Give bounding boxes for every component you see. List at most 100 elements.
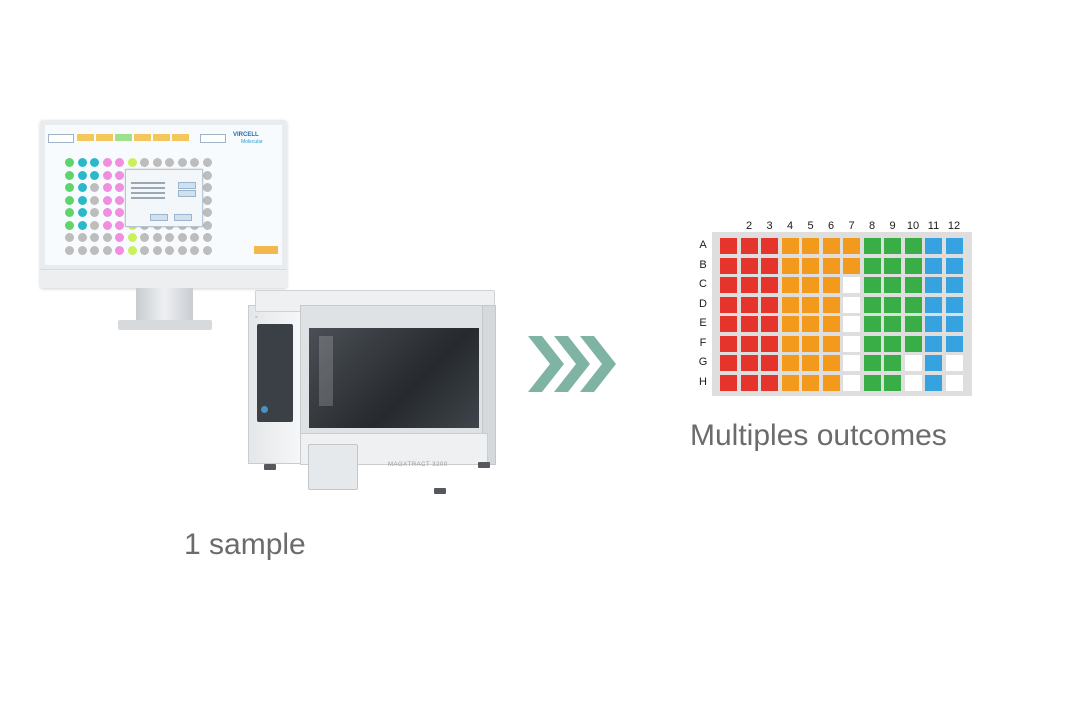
- plate-well: [720, 335, 737, 352]
- plate-well: [781, 374, 799, 391]
- plate-row-label: B: [699, 258, 707, 271]
- monitor: VIRCELL Molecular: [40, 120, 287, 288]
- plate-well: [802, 277, 819, 293]
- dialog-line: [131, 197, 165, 199]
- instrument-front: [300, 305, 488, 437]
- plate-well: [925, 355, 942, 371]
- plate-well: [740, 277, 758, 293]
- instrument-brand-mark: ◦: [255, 314, 258, 321]
- screen-well: [190, 158, 199, 167]
- plate-row-label: C: [699, 278, 707, 290]
- plate-well: [822, 238, 840, 254]
- plate-column-label: 5: [807, 220, 814, 232]
- plate-well: [761, 238, 778, 254]
- plate-well: [740, 374, 758, 391]
- plate-well: [802, 296, 819, 313]
- screen-tab-active: [115, 134, 132, 141]
- plate-well: [781, 355, 799, 371]
- screen-tab: [172, 134, 189, 141]
- dialog-button: [174, 214, 192, 221]
- plate-well: [781, 316, 799, 332]
- plate-column-label: 7: [848, 220, 855, 232]
- screen-well: [102, 195, 112, 205]
- instrument-model-logo: MAGXTRACT 3200: [388, 462, 448, 468]
- plate-well: [925, 316, 942, 332]
- screen-tab: [96, 134, 113, 141]
- screen-well: [127, 158, 137, 167]
- screen-well: [90, 195, 99, 205]
- plate-well: [863, 277, 881, 293]
- caption-multiple-outcomes: Multiples outcomes: [690, 419, 947, 452]
- screen-well: [190, 245, 199, 255]
- plate-well: [925, 238, 942, 254]
- plate-well: [843, 316, 860, 332]
- screen-well: [202, 158, 212, 167]
- plate-well: [740, 355, 758, 371]
- instrument-logo-icon: [261, 406, 268, 413]
- screen-well: [152, 245, 162, 255]
- screen-tab: [153, 134, 170, 141]
- plate-well: [863, 316, 881, 332]
- dialog-line: [131, 187, 165, 189]
- plate-column-label: 12: [947, 220, 961, 232]
- plate-well: [720, 296, 737, 313]
- screen-well: [115, 183, 124, 192]
- screen-well: [65, 208, 74, 217]
- plate-well: [822, 296, 840, 313]
- screen-well: [140, 245, 149, 255]
- screen-well: [90, 220, 99, 230]
- plate-well: [720, 277, 737, 293]
- plate-well: [720, 238, 737, 254]
- plate-row-label: A: [699, 239, 707, 251]
- plate-well: [822, 257, 840, 274]
- plate-well: [761, 374, 778, 391]
- screen-back-button: [48, 134, 74, 143]
- screen-well: [102, 233, 112, 242]
- instrument-touchscreen: [257, 324, 293, 422]
- plate-column-label: 2: [745, 220, 753, 232]
- plate-well: [884, 355, 901, 371]
- screen-well: [65, 183, 74, 192]
- screen-well: [65, 195, 74, 205]
- screen-well: [127, 245, 137, 255]
- plate-well: [802, 374, 819, 391]
- plate-well: [863, 296, 881, 313]
- screen-well: [115, 158, 124, 167]
- plate-well: [843, 257, 860, 274]
- plate-well: [945, 316, 963, 332]
- plate-well: [884, 257, 901, 274]
- plate-well: [740, 316, 758, 332]
- plate-well: [761, 277, 778, 293]
- instrument-foot: [264, 464, 276, 470]
- plate-well: [904, 296, 922, 313]
- plate-well: [843, 374, 860, 391]
- screen-well: [65, 245, 74, 255]
- screen-well: [127, 233, 137, 242]
- screen-well: [202, 208, 212, 217]
- screen-well: [65, 158, 74, 167]
- chevron-right-icon: [580, 336, 616, 392]
- plate-row-label: H: [699, 375, 707, 388]
- plate-well: [720, 355, 737, 371]
- software-screen: VIRCELL Molecular: [45, 125, 282, 265]
- screen-well: [152, 158, 162, 167]
- instrument-drawer: [308, 444, 358, 490]
- plate-well: [884, 374, 901, 391]
- monitor-stand: [136, 288, 193, 322]
- screen-well: [115, 170, 124, 180]
- plate-well: [740, 335, 758, 352]
- screen-well: [202, 245, 212, 255]
- screen-well: [77, 158, 87, 167]
- screen-well: [102, 158, 112, 167]
- plate-well: [904, 355, 922, 371]
- screen-well: [102, 245, 112, 255]
- plate-column-label: 9: [889, 220, 896, 232]
- plate-well: [781, 238, 799, 254]
- screen-well: [165, 233, 174, 242]
- screen-well: [202, 220, 212, 230]
- plate-well: [740, 257, 758, 274]
- plate-row-label: F: [699, 336, 707, 349]
- screen-well: [90, 170, 99, 180]
- plate-well: [925, 335, 942, 352]
- monitor-stand-base: [118, 320, 212, 330]
